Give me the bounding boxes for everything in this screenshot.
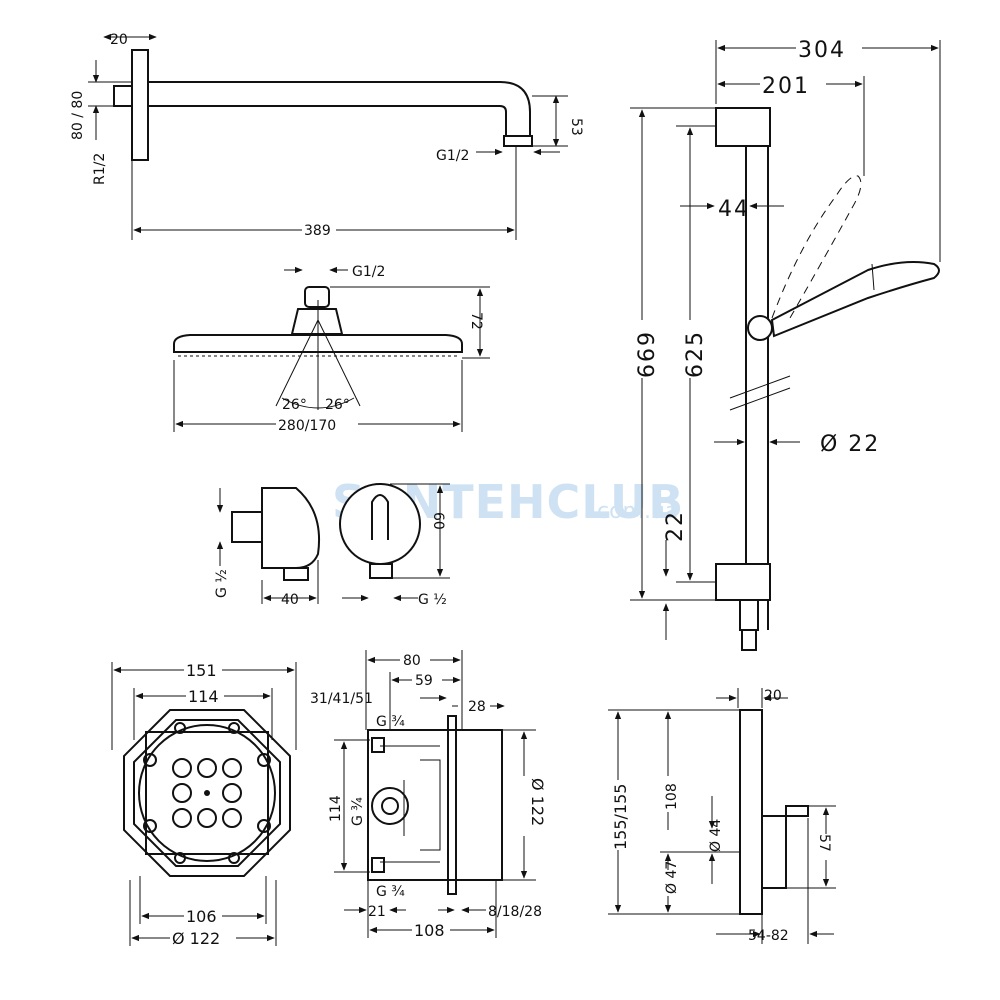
wall-flange: [131, 49, 149, 161]
dim-head-height: 72: [468, 312, 484, 330]
arm-outlet: [503, 135, 533, 147]
dim-head-inlet: G1/2: [352, 264, 385, 280]
outlet-front-detail: [371, 494, 389, 540]
dim-thermostat-knob-offset: Ø 47: [664, 861, 680, 894]
dim-rail-bottom: 22: [663, 510, 688, 542]
inlet-thread: [113, 85, 133, 107]
dim-thermostat-depth: 20: [764, 688, 782, 704]
thermostat-drawing: 20 155/155 108 Ø 47 Ø 44 57 54-82: [608, 688, 836, 944]
rail-slider: [747, 315, 773, 341]
dim-ibox-side-height: 114: [328, 795, 344, 822]
watermark-domain: .com.ua: [590, 499, 678, 524]
dim-head-diameter: 280/170: [278, 418, 336, 434]
dim-ibox-side-diameter: Ø 122: [528, 778, 547, 826]
ibox-side-cover: [455, 729, 503, 881]
dim-arm-length: 389: [304, 223, 331, 239]
dim-rail-handshower-width: 201: [762, 74, 810, 99]
dim-arm-drop: 53: [568, 118, 584, 136]
shower-rail-drawing: 304 201 44 669 625 Ø 22 22: [628, 36, 941, 651]
dim-ibox-side-width: 80: [403, 653, 421, 669]
dim-ibox-side-length: 108: [414, 921, 445, 940]
rail-top-bracket: [715, 107, 771, 147]
dim-ibox-side-bottom-right: 8/18/28: [488, 904, 542, 920]
ibox-ports: [143, 722, 271, 864]
thermostat-knob-cap: [785, 805, 809, 817]
dim-rail-height: 669: [635, 330, 660, 378]
dim-arm-height: 80 / 80: [70, 91, 86, 140]
dim-ibox-bottom: 106: [186, 907, 217, 926]
dim-outlet-height: 60: [430, 512, 446, 530]
ibox-side-port: [371, 787, 409, 825]
dim-ibox-side-depth: 28: [468, 699, 486, 715]
handshower-tilted: [771, 175, 862, 319]
dim-thermostat-knob: Ø 44: [708, 819, 724, 852]
dim-ibox-diameter: Ø 122: [172, 929, 220, 948]
dim-ibox-inner: 114: [188, 687, 219, 706]
dim-ibox-port-bottom: G ¾: [376, 884, 405, 900]
dim-arm-inlet: R1/2: [92, 153, 108, 185]
dim-thermostat-knob-height: 57: [816, 834, 832, 852]
dim-outlet-thread-right: G ½: [418, 592, 447, 608]
outlet-side-thread: [231, 511, 263, 543]
rail-bottom-bracket: [715, 563, 771, 601]
dim-head-angle-left: 26°: [282, 397, 307, 413]
dim-thermostat-projection: 54-82: [748, 928, 789, 944]
thermostat-knob-body: [761, 815, 787, 889]
thermostat-plate: [739, 709, 763, 915]
dim-outlet-thread: G ½: [214, 569, 230, 598]
dim-thermostat-height: 155/155: [611, 784, 630, 850]
dim-ibox-port-top: G ¾: [376, 714, 405, 730]
dim-arm-width: 20: [110, 32, 128, 48]
ibox-drawing: 151 114 106 Ø 122: [111, 660, 297, 948]
dim-ibox-outer: 151: [186, 661, 217, 680]
dim-rail-bar-height: 625: [683, 330, 708, 378]
outlet-side-nozzle: [283, 567, 309, 581]
wall-outlet-drawing: G ½ 40 G ½ 60: [214, 483, 450, 608]
ibox-ring: [138, 724, 276, 862]
outlet-side-body: [261, 487, 320, 569]
ibox-side-drawing: 80 59 31/41/51 28 G ¾ G ¾ G ¾ 114 Ø 122 …: [310, 650, 547, 940]
rail-hose-end: [739, 599, 759, 631]
dim-rail-diameter: Ø 22: [820, 432, 880, 457]
head-ball-joint: [304, 286, 330, 308]
dim-thermostat-height-inner: 108: [664, 783, 680, 810]
shower-head-drawing: 26° 26° G1/2 72 280/170: [173, 264, 490, 434]
dim-ibox-side-mid: 59: [415, 673, 433, 689]
dim-rail-offset: 44: [718, 197, 750, 222]
dim-ibox-side-depth-options: 31/41/51: [310, 691, 373, 707]
dim-arm-outlet: G1/2: [436, 148, 469, 164]
dim-rail-total-width: 304: [798, 38, 846, 63]
dim-outlet-depth: 40: [281, 592, 299, 608]
arm-pipe: [148, 81, 531, 138]
handshower: [770, 261, 940, 338]
rail-hose-nut: [741, 629, 757, 651]
wall-arm-drawing: 20 80 / 80 R1/2 53 G1/2 389: [70, 32, 584, 240]
dim-ibox-port-mid: G ¾: [350, 797, 366, 826]
dim-head-angle-right: 26°: [325, 397, 350, 413]
dim-ibox-side-bottom-left: 21: [368, 904, 386, 920]
outlet-front-nozzle: [369, 563, 393, 579]
